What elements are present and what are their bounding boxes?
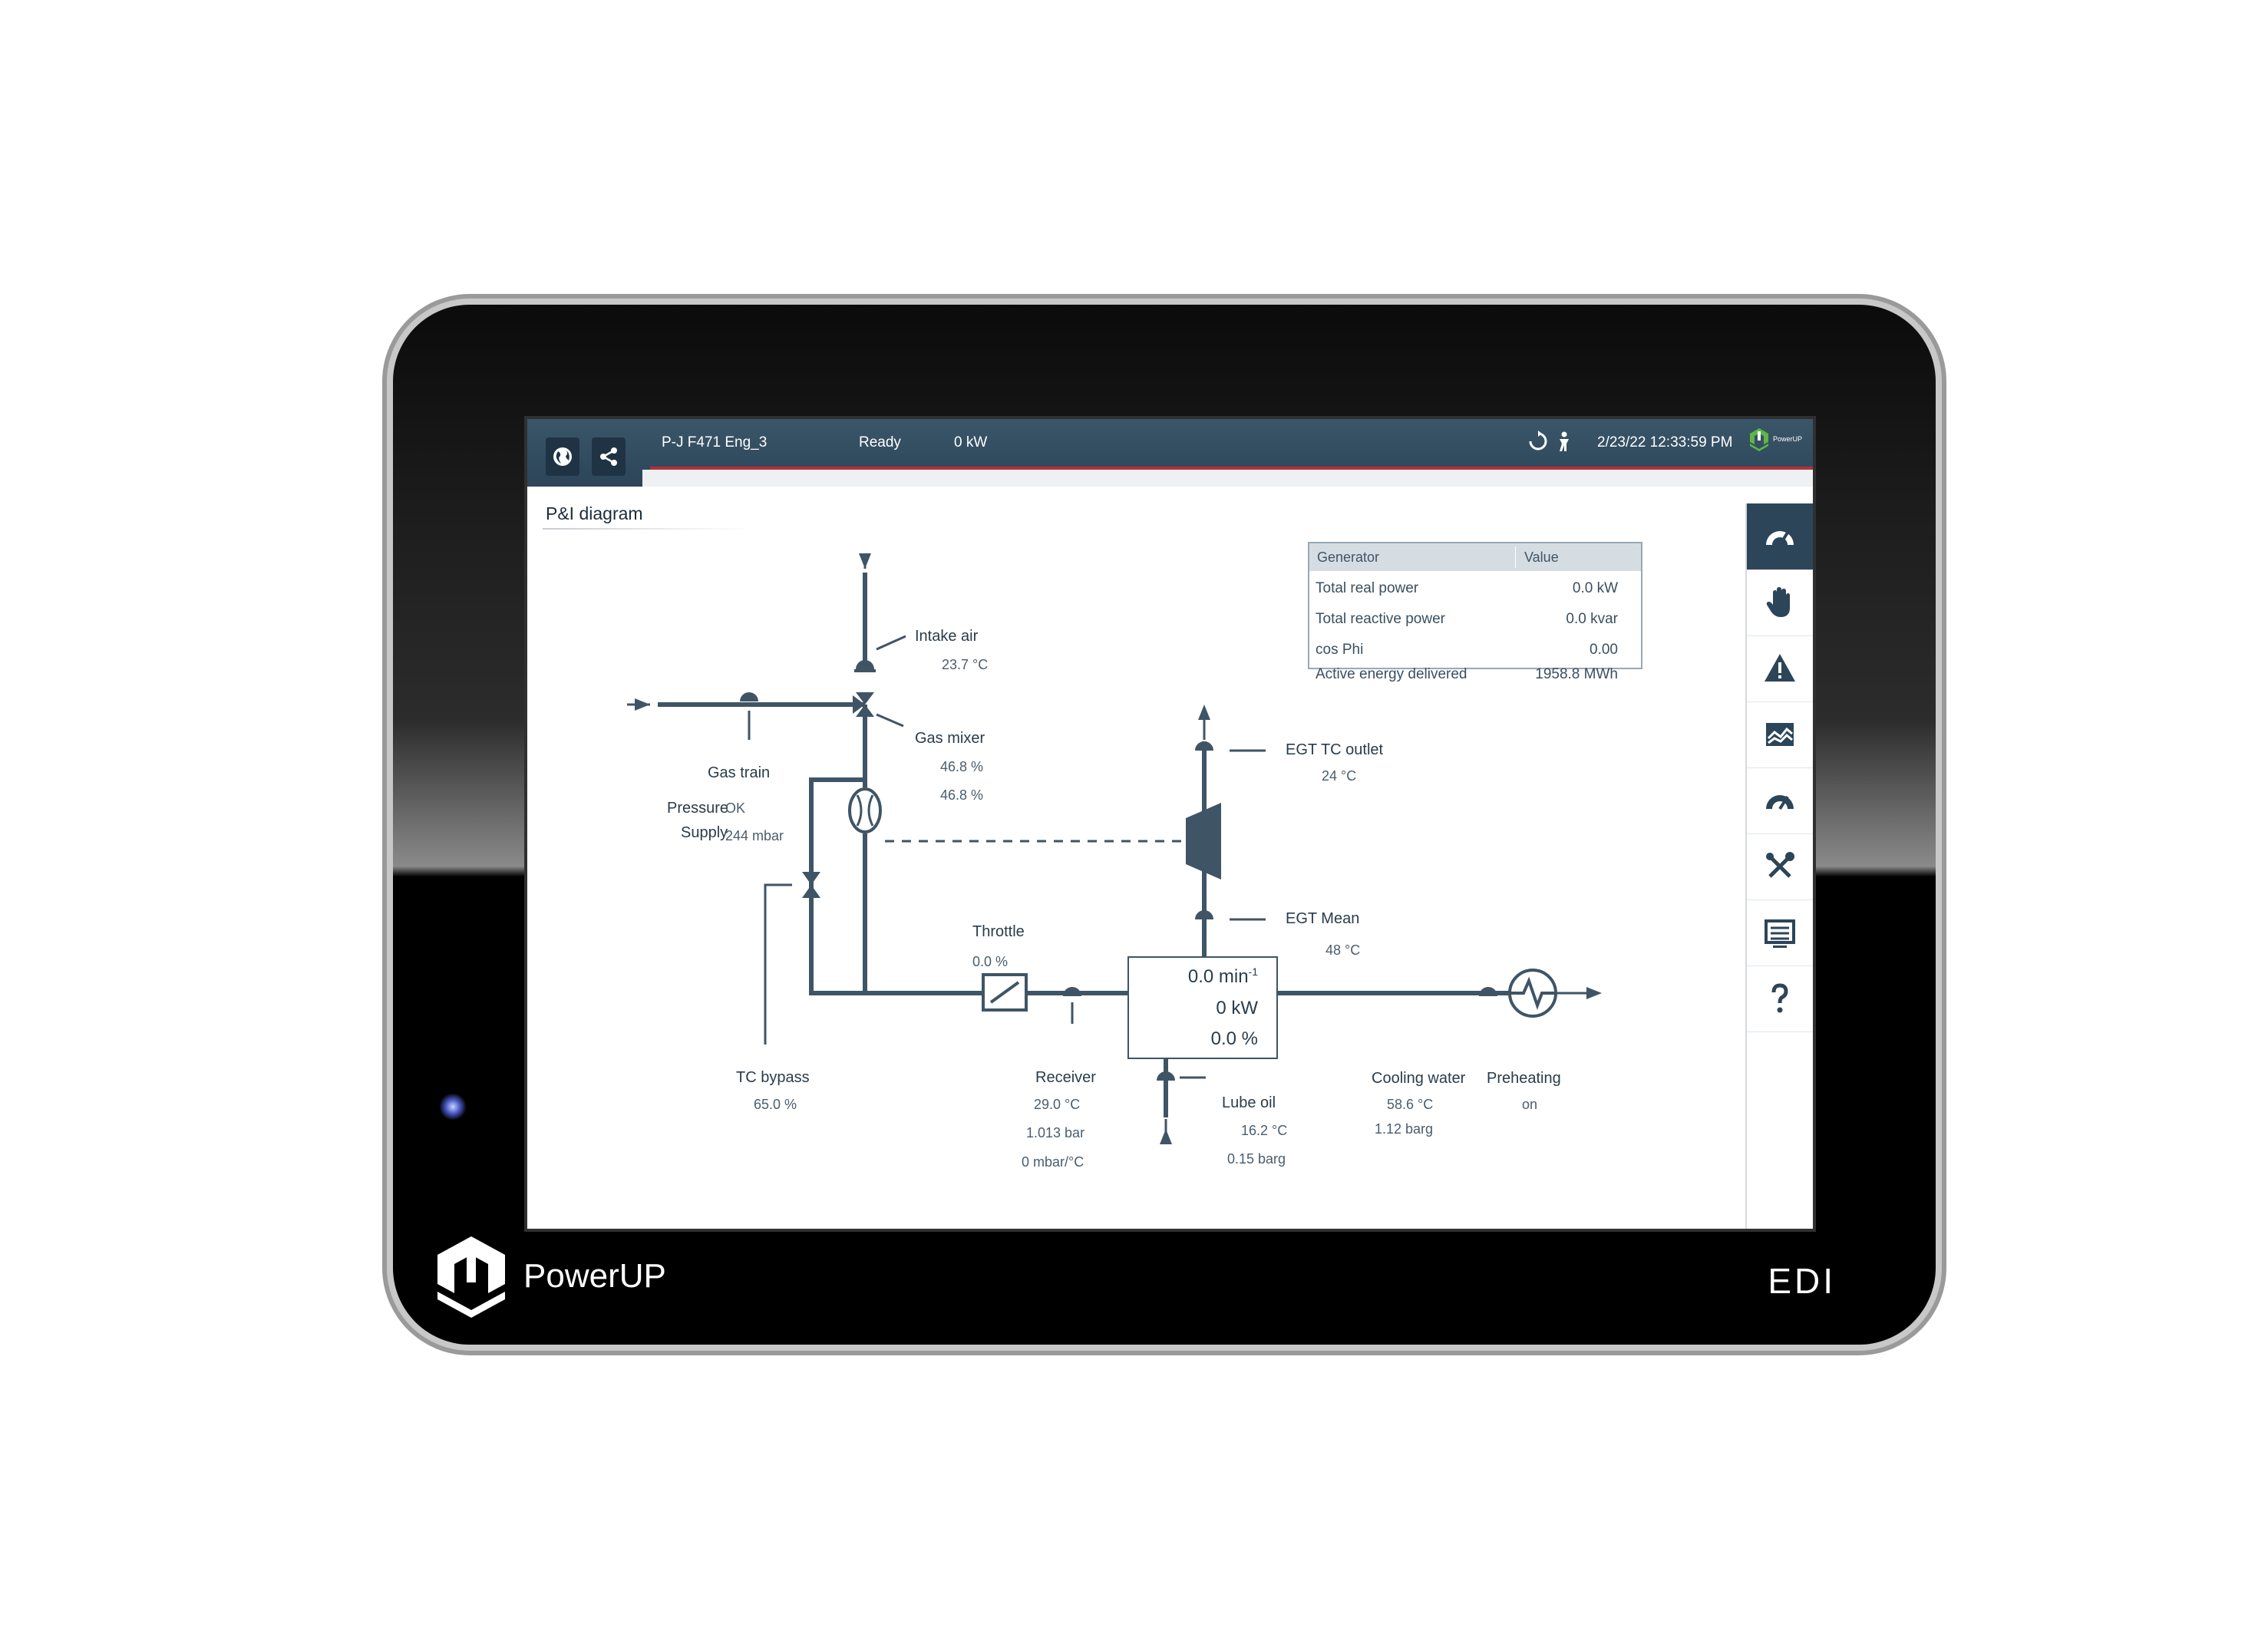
user-icon[interactable] xyxy=(1553,430,1576,453)
egt-tc-outlet-value: 24 °C xyxy=(1322,768,1357,784)
engine-block[interactable]: 0.0 min-1 0 kW 0.0 % xyxy=(1127,956,1278,1059)
row-value: 1958.8 MWh xyxy=(1535,666,1618,682)
intake-air-label: Intake air xyxy=(915,628,979,645)
gas-mixer-label: Gas mixer xyxy=(915,730,985,747)
trend-chart-icon xyxy=(1766,723,1794,746)
pressure-value: OK xyxy=(725,800,746,816)
topbar-logo: PowerUP xyxy=(1748,427,1802,451)
lube-oil-label: Lube oil xyxy=(1222,1094,1276,1111)
power-logo-icon xyxy=(1749,428,1768,451)
engine-status: Ready xyxy=(859,434,901,451)
tc-bypass-value: 65.0 % xyxy=(754,1097,797,1112)
generator-table: Generator Value Total real power 0.0 kW … xyxy=(1308,542,1642,682)
page-title-underline xyxy=(543,528,750,530)
row-value: 0.0 kvar xyxy=(1566,611,1618,627)
supply-label: Supply xyxy=(681,824,728,841)
nav-alarms[interactable] xyxy=(1747,635,1813,702)
device-brand: PowerUP xyxy=(433,1233,666,1319)
preheating-value: on xyxy=(1522,1097,1538,1112)
refresh-icon[interactable] xyxy=(1527,430,1550,453)
page-title: P&I diagram xyxy=(546,503,643,523)
pi-diagram-graphic xyxy=(627,553,1602,1144)
help-icon xyxy=(1771,983,1788,1013)
engine-power: 0 kW xyxy=(954,434,988,451)
nav-gauges[interactable] xyxy=(1747,767,1813,834)
table-row: cos Phi 0.00 xyxy=(1309,635,1641,665)
nav-trends[interactable] xyxy=(1747,701,1813,768)
datetime: 2/23/22 12:33:59 PM xyxy=(1597,434,1733,451)
intake-air-temp: 23.7 °C xyxy=(942,657,989,672)
cooling-water-temp: 58.6 °C xyxy=(1387,1097,1434,1112)
engine-power: 0 kW xyxy=(1216,998,1258,1018)
top-bar-accent xyxy=(650,467,1813,470)
table-row: Total reactive power 0.0 kvar xyxy=(1309,605,1641,634)
pi-diagram: Intake air 23.7 °C Gas mixer 46.8 % 46.8… xyxy=(527,419,1747,1229)
engine-speed: 0.0 min-1 xyxy=(1187,965,1258,987)
receiver-label: Receiver xyxy=(1035,1069,1096,1086)
nav-help[interactable] xyxy=(1747,965,1813,1032)
warning-alarm-icon xyxy=(1765,654,1795,682)
status-led xyxy=(439,1093,467,1121)
dashboard-gauge-icon xyxy=(1766,531,1794,546)
settings-panel-icon xyxy=(1765,919,1795,948)
throttle-value: 0.0 % xyxy=(972,954,1009,969)
right-navigation xyxy=(1745,503,1813,1229)
nav-manual[interactable] xyxy=(1747,569,1813,636)
station-name: P-J F471 Eng_3 xyxy=(662,434,768,451)
generator-header: Generator xyxy=(1317,550,1380,565)
generator-table-header: Generator Value xyxy=(1309,543,1641,571)
row-label: Total reactive power xyxy=(1316,611,1445,627)
cooling-water-label: Cooling water xyxy=(1372,1070,1466,1087)
nav-tools[interactable] xyxy=(1747,833,1813,900)
lube-oil-pressure: 0.15 barg xyxy=(1227,1151,1286,1167)
table-row: Total real power 0.0 kW xyxy=(1309,574,1641,603)
pressure-label: Pressure xyxy=(667,800,729,817)
gas-mixer-value-1: 46.8 % xyxy=(940,759,984,774)
preheating-label: Preheating xyxy=(1487,1070,1561,1087)
topbar-logo-label: PowerUP xyxy=(1772,435,1802,443)
hand-manual-icon xyxy=(1766,587,1790,617)
egt-mean-value: 48 °C xyxy=(1325,942,1361,958)
tools-icon xyxy=(1766,852,1794,878)
top-bar-band xyxy=(642,470,1813,487)
supply-value: 244 mbar xyxy=(725,828,784,843)
row-value: 0.00 xyxy=(1590,642,1618,658)
tc-bypass-label: TC bypass xyxy=(736,1069,810,1086)
receiver-ratio: 0 mbar/°C xyxy=(1022,1154,1084,1170)
top-bar: P-J F471 Eng_3 Ready 0 kW 2/23/22 12:33:… xyxy=(527,419,1813,487)
row-value: 0.0 kW xyxy=(1572,580,1618,596)
row-label: cos Phi xyxy=(1316,642,1364,658)
hmi-screen: P-J F471 Eng_3 Ready 0 kW 2/23/22 12:33:… xyxy=(524,416,1816,1232)
receiver-pressure: 1.013 bar xyxy=(1026,1125,1085,1140)
egt-tc-outlet-label: EGT TC outlet xyxy=(1286,741,1384,758)
egt-mean-label: EGT Mean xyxy=(1286,910,1360,927)
throttle-label: Throttle xyxy=(972,923,1025,940)
powerup-logo-icon xyxy=(437,1236,505,1318)
share-button[interactable] xyxy=(592,437,626,476)
device-model: EDI xyxy=(1768,1261,1836,1301)
globe-icon xyxy=(553,447,572,466)
engine-load: 0.0 % xyxy=(1210,1028,1258,1049)
gauge-icon xyxy=(1766,795,1794,810)
lube-oil-temp: 16.2 °C xyxy=(1241,1123,1288,1138)
language-button[interactable] xyxy=(546,437,579,476)
nav-dashboard[interactable] xyxy=(1747,503,1813,570)
gas-mixer-value-2: 46.8 % xyxy=(940,787,984,803)
cooling-water-pressure: 1.12 barg xyxy=(1375,1121,1434,1137)
row-label: Total real power xyxy=(1316,580,1419,596)
nav-settings[interactable] xyxy=(1747,899,1813,966)
share-icon xyxy=(600,447,617,466)
gas-train-label: Gas train xyxy=(708,764,771,781)
receiver-temp: 29.0 °C xyxy=(1034,1097,1081,1112)
row-label: Active energy delivered xyxy=(1316,666,1467,682)
device-brand-label: PowerUP xyxy=(523,1257,666,1295)
value-header: Value xyxy=(1524,550,1559,565)
